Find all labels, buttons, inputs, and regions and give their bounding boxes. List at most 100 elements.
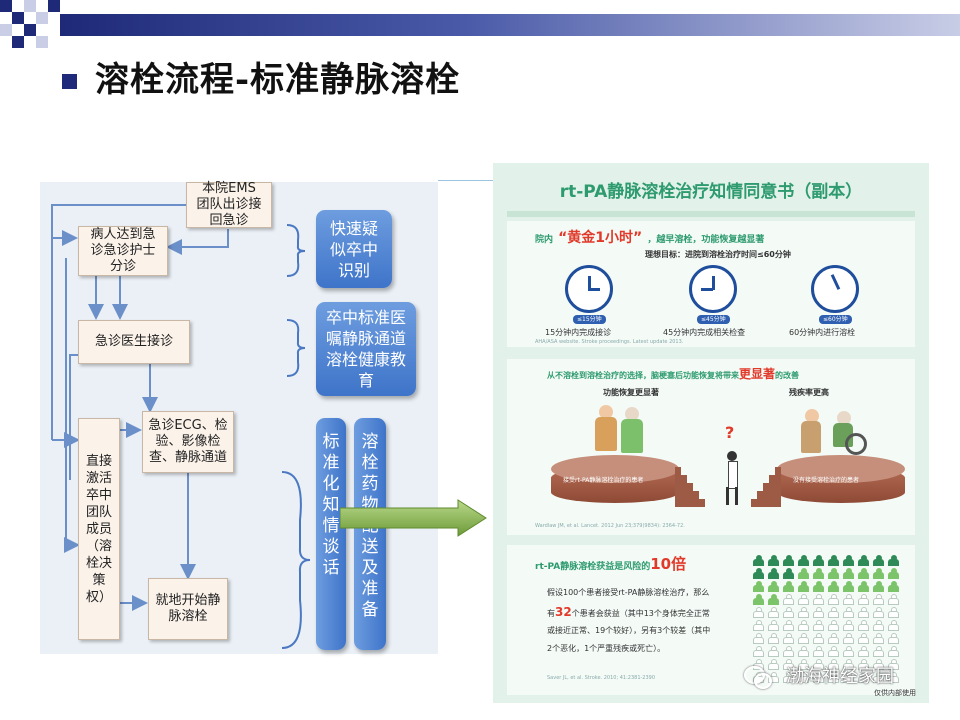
- person-icon: [858, 646, 869, 657]
- person-icon: [783, 594, 794, 605]
- person-icon: [888, 646, 899, 657]
- person-icon: [813, 620, 824, 631]
- slide-title: 溶栓流程-标准静脉溶栓: [95, 60, 461, 100]
- person-icon: [768, 620, 779, 631]
- person-icon: [873, 620, 884, 631]
- person-icon: [783, 659, 794, 670]
- person-icon: [753, 568, 764, 579]
- person-icon: [813, 581, 824, 592]
- s3-title-a: rt-PA静脉溶栓获益是风险的: [535, 562, 651, 572]
- doc-title-band: [507, 211, 915, 217]
- person-icon: [888, 581, 899, 592]
- person-icon: [858, 555, 869, 566]
- person-icon: [888, 659, 899, 670]
- person-icon: [813, 607, 824, 618]
- person-icon: [873, 672, 884, 683]
- s2-highlight: 更显著: [739, 367, 776, 381]
- box-ems-team-label: 本院EMS团队出诊接回急诊: [196, 181, 262, 228]
- person-icon: [888, 568, 899, 579]
- person-icon: [843, 555, 854, 566]
- person-icon: [783, 633, 794, 644]
- person-icon: [828, 646, 839, 657]
- person-icon: [798, 594, 809, 605]
- person-icon: [858, 659, 869, 670]
- person-icon: [858, 633, 869, 644]
- s1-source: AHA/ASA website. Stroke proceedings. Lat…: [535, 339, 684, 345]
- right-stairs: [751, 467, 781, 507]
- person-icon: [873, 568, 884, 579]
- person-icon: [828, 555, 839, 566]
- s3-line2-num: 32: [555, 605, 572, 619]
- person-icon: [888, 594, 899, 605]
- doc-title: rt-PA静脉溶栓治疗知情同意书（副本）: [559, 182, 863, 202]
- person-icon: [888, 672, 899, 683]
- doc-top-line: [438, 180, 494, 181]
- left-stairs: [675, 467, 705, 507]
- person-icon: [828, 581, 839, 592]
- person-icon: [888, 607, 899, 618]
- person-icon: [783, 607, 794, 618]
- box-stroke-team-label: 直接激活卒中团队成员（溶栓决策权）: [85, 453, 112, 605]
- person-icon: [753, 594, 764, 605]
- walker-head: [727, 451, 737, 461]
- header-bar: [60, 12, 960, 36]
- person-icon: [813, 594, 824, 605]
- person-icon: [843, 607, 854, 618]
- s3-headline: rt-PA静脉溶栓获益是风险的10倍: [535, 553, 686, 574]
- person-icon: [798, 646, 809, 657]
- person-icon: [768, 568, 779, 579]
- person-icon: [843, 594, 854, 605]
- person-icon: [828, 620, 839, 631]
- person-icon: [828, 594, 839, 605]
- pill-rapid-identify: 快速疑似卒中识别: [316, 210, 392, 288]
- pill-standard-orders: 卒中标准医嘱静脉通道溶栓健康教育: [316, 302, 416, 396]
- box-er-doctor: 急诊医生接诊: [78, 320, 190, 364]
- box-er-doctor-label: 急诊医生接诊: [94, 334, 173, 349]
- left-woman: [621, 419, 643, 453]
- person-icon: [768, 594, 779, 605]
- s1-suffix: ，越早溶栓，功能恢复越显著: [647, 235, 765, 245]
- person-icon: [843, 672, 854, 683]
- person-icon: [798, 659, 809, 670]
- clock-15-tag: ≤15分钟: [573, 315, 606, 324]
- left-woman-head: [625, 407, 639, 421]
- s3-line2-b: 个患者会获益（其中13个身体完全正常: [571, 609, 710, 618]
- person-icon: [888, 620, 899, 631]
- person-icon: [858, 607, 869, 618]
- person-icon: [873, 633, 884, 644]
- section-benefit: rt-PA静脉溶栓获益是风险的10倍 假设100个患者接受rt-PA静脉溶栓治疗…: [507, 545, 915, 695]
- header-bar-white-line: [60, 12, 960, 14]
- box-start-thrombolysis: 就地开始静脉溶栓: [148, 578, 228, 640]
- s1-prefix: 院内: [535, 235, 554, 245]
- box-start-thrombolysis-label: 就地开始静脉溶栓: [155, 593, 221, 624]
- person-icon: [813, 568, 824, 579]
- s2-headline: 从不溶栓到溶栓治疗的选择，脑梗塞后功能恢复将带来更显著的改善: [547, 365, 799, 382]
- person-icon: [873, 581, 884, 592]
- clock-45-tag: ≤45分钟: [697, 315, 730, 324]
- clock-15-icon: [565, 265, 613, 313]
- person-icon: [768, 607, 779, 618]
- person-icon: [783, 620, 794, 631]
- person-icon: [843, 659, 854, 670]
- people-grid: [753, 555, 903, 689]
- pill-drug-delivery-label: 溶栓药物配送及准备: [361, 432, 379, 620]
- walker-body: [728, 461, 738, 489]
- person-icon: [843, 633, 854, 644]
- pill-rapid-identify-label: 快速疑似卒中识别: [329, 218, 378, 280]
- person-icon: [843, 568, 854, 579]
- box-ecg-tests-label: 急诊ECG、检验、影像检查、静脉通道: [148, 418, 228, 465]
- left-man: [595, 417, 617, 451]
- person-icon: [813, 633, 824, 644]
- person-icon: [753, 555, 764, 566]
- person-icon: [888, 555, 899, 566]
- pill-informed-consent: 标准化知情谈话: [316, 418, 346, 650]
- person-icon: [843, 581, 854, 592]
- right-platform-top: [777, 455, 905, 483]
- box-ecg-tests: 急诊ECG、检验、影像检查、静脉通道: [142, 411, 234, 473]
- watermark-subtext: 仅供内部使用: [874, 689, 916, 697]
- person-icon: [798, 620, 809, 631]
- box-ems-team: 本院EMS团队出诊接回急诊: [186, 181, 272, 228]
- person-icon: [873, 646, 884, 657]
- s1-headline: 院内 “黄金1小时” ，越早溶栓，功能恢复越显著: [535, 227, 764, 247]
